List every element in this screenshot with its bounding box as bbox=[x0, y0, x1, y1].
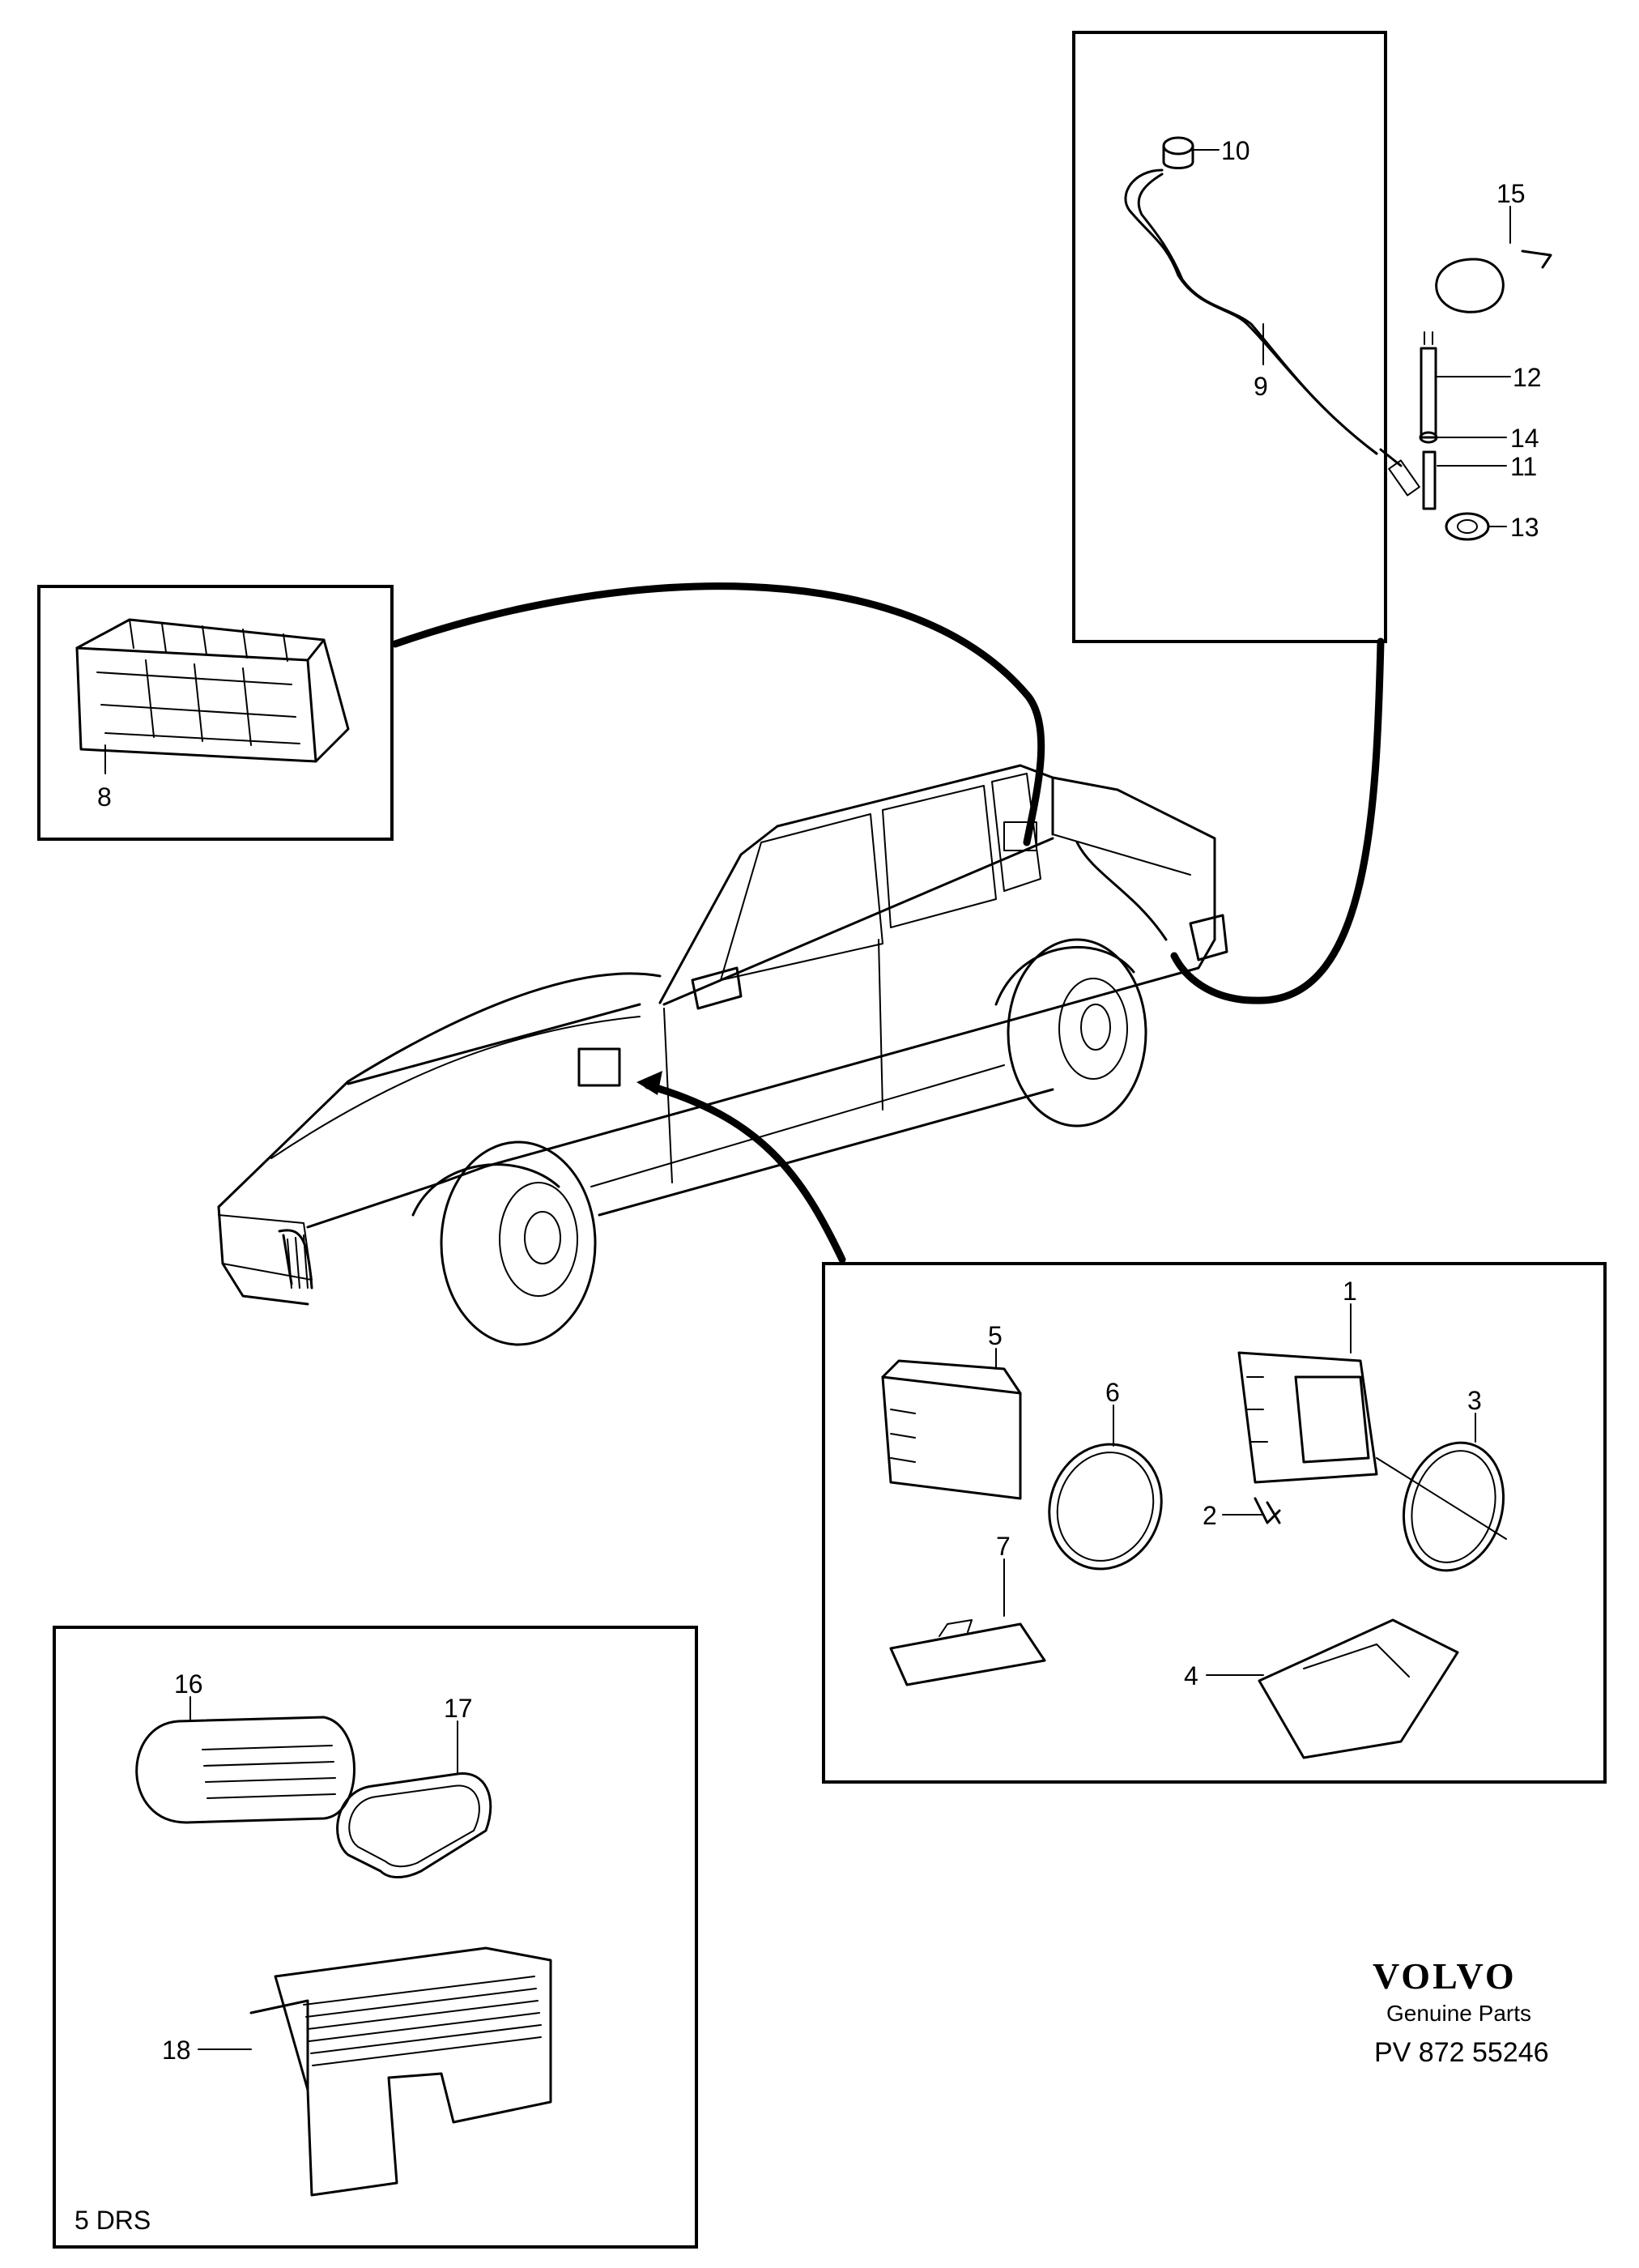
label-11: 11 bbox=[1510, 452, 1537, 481]
part-labels: 10 15 9 12 14 11 13 8 5 1 6 3 2 7 4 16 1… bbox=[74, 136, 1542, 2235]
part-code: PV 872 55246 bbox=[1374, 2037, 1549, 2068]
label-8: 8 bbox=[97, 782, 112, 812]
connector-right-panel bbox=[644, 1081, 846, 1264]
panel-bottom-left bbox=[53, 1626, 698, 2249]
vent-parts-right bbox=[881, 1351, 1507, 1759]
label-5: 5 bbox=[988, 1321, 1003, 1350]
panel-right bbox=[822, 1262, 1607, 1784]
connector-left-panel bbox=[391, 582, 1045, 846]
branding: VOLVO Genuine Parts PV 872 55246 bbox=[1373, 1955, 1549, 2068]
label-17: 17 bbox=[444, 1694, 473, 1723]
label-10: 10 bbox=[1221, 136, 1250, 165]
leaders-top-right bbox=[1191, 149, 1511, 527]
arrow-head bbox=[636, 1071, 662, 1095]
brand-subtitle: Genuine Parts bbox=[1386, 2001, 1531, 2026]
label-13: 13 bbox=[1510, 513, 1539, 542]
connector-top-panel bbox=[1170, 637, 1385, 1004]
reflector-part-8 bbox=[75, 618, 350, 763]
label-15: 15 bbox=[1496, 179, 1526, 208]
note-5-drs: 5 DRS bbox=[74, 2206, 151, 2235]
label-9: 9 bbox=[1254, 372, 1268, 401]
brand-logo: VOLVO bbox=[1373, 1955, 1517, 1997]
label-6: 6 bbox=[1105, 1378, 1120, 1407]
label-4: 4 bbox=[1184, 1661, 1198, 1690]
label-3: 3 bbox=[1467, 1386, 1482, 1415]
vent-parts-bottom-left bbox=[135, 1716, 552, 2197]
panel-left bbox=[37, 585, 394, 841]
label-16: 16 bbox=[174, 1669, 203, 1699]
leaders-right bbox=[995, 1303, 1476, 1676]
car-illustration bbox=[217, 764, 1228, 1346]
label-18: 18 bbox=[162, 2036, 191, 2065]
label-1: 1 bbox=[1343, 1277, 1357, 1306]
label-14: 14 bbox=[1510, 424, 1539, 453]
label-7: 7 bbox=[996, 1532, 1011, 1561]
label-2: 2 bbox=[1203, 1501, 1217, 1530]
antenna-cable-parts bbox=[1124, 136, 1552, 541]
label-12: 12 bbox=[1513, 363, 1542, 392]
panel-top-right bbox=[1072, 31, 1387, 643]
